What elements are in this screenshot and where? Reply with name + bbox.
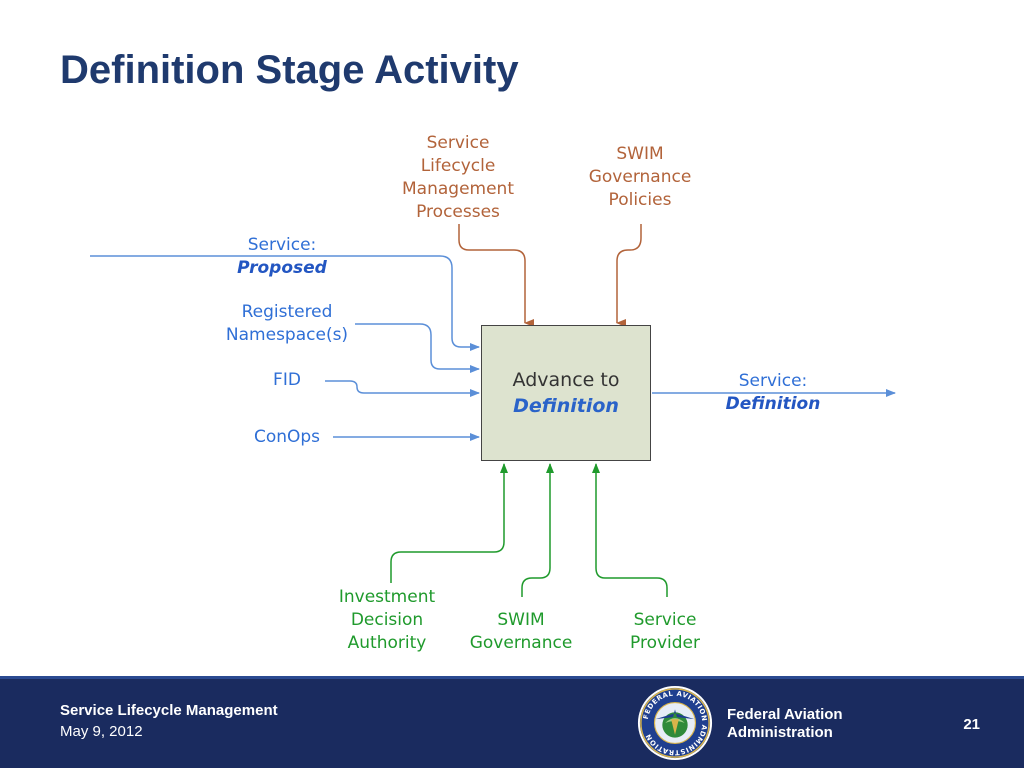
activity-stage: Definition [513,395,619,417]
control-swim-governance-policies: SWIM Governance Policies [588,144,692,210]
mechanism-swim-governance: SWIM Governance [469,610,573,653]
arrow-control-swim-policies [616,224,642,327]
mechanism-investment-decision-authority: Investment Decision Authority [338,587,436,653]
arrow-registered-namespaces [355,323,480,373]
page-number: 21 [963,716,980,733]
slide-title: Definition Stage Activity [60,48,519,92]
control-slm-processes: Service Lifecycle Management Processes [402,133,514,222]
activity-label: Advance to [512,369,620,391]
input-registered-namespaces: Registered Namespace(s) [225,302,349,345]
input-fid: FID [273,370,301,390]
arrow-mech-service-provider [592,463,668,597]
faa-seal-logo: FEDERAL AVIATION ADMINISTRATION [637,685,713,761]
arrow-service-proposed [90,255,480,351]
input-service-proposed: Service: Proposed [237,235,327,278]
footer-title: Service Lifecycle Management [60,702,278,719]
mechanism-service-provider: Service Provider [630,610,700,653]
footer-date: May 9, 2012 [60,723,143,740]
activity-box: Advance to Definition [481,325,651,461]
arrow-mech-swim-governance [521,463,554,597]
input-conops: ConOps [253,427,321,447]
arrow-fid [325,380,480,397]
footer-divider [0,676,1024,679]
arrow-mech-investment [390,463,508,583]
diagram-connectors [90,224,896,597]
faa-name: Federal Aviation Administration [727,706,843,741]
output-service-definition: Service: Definition [725,371,821,414]
arrow-control-slm [458,224,534,327]
footer-bar: Service Lifecycle Management May 9, 2012… [0,676,1024,768]
